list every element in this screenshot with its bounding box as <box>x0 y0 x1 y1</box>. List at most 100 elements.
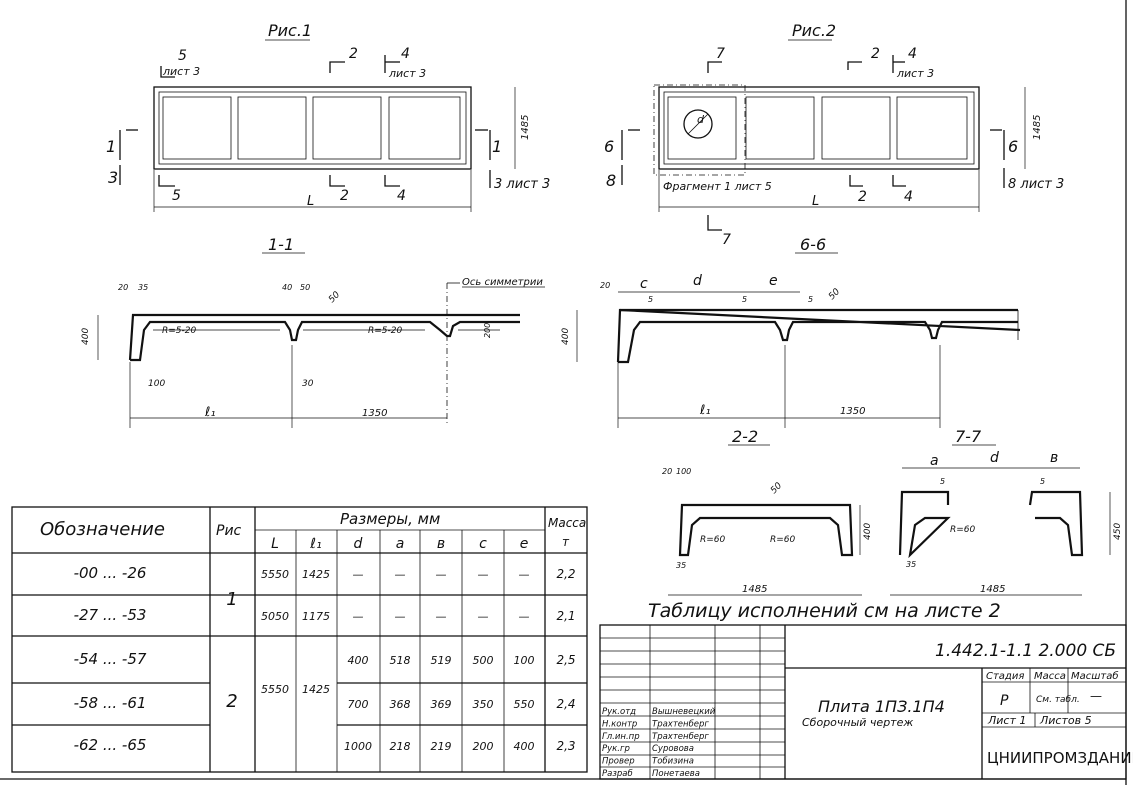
col-mass-unit: т <box>562 535 570 549</box>
s66-dim-20: 20 <box>600 281 610 290</box>
section-7-7-title: 7-7 <box>955 427 982 446</box>
size-subheader: е <box>520 536 529 552</box>
s77-a: a <box>930 453 939 469</box>
s77-dim-450: 450 <box>1113 523 1123 540</box>
cut-2-label: 2 <box>349 46 358 62</box>
row-cell-a: 368 <box>390 698 411 711</box>
section-7-7: 7-7 a d в 5 5 R=60 35 1485 450 <box>890 427 1123 596</box>
stage-value: Р <box>1000 693 1009 709</box>
row-designation: -58 ... -61 <box>74 694 147 712</box>
row-cell-e: — <box>519 610 530 623</box>
s66-dim-5a: 5 <box>648 295 653 304</box>
s11-dim-30: 30 <box>302 379 314 389</box>
cut-5-sheet: лист 3 <box>162 65 200 78</box>
organization-name: ЦНИИПРОМЗДАНИЙ <box>987 748 1133 767</box>
signatory-name: Понетаева <box>652 769 700 779</box>
size-subheader: L <box>271 536 279 552</box>
header-scale: Масштаб <box>1071 670 1119 682</box>
section-1-1: 1-1 Ось симметрии 20 35 40 50 400 R=5-20… <box>81 235 545 428</box>
s11-dim-35: 35 <box>138 283 148 292</box>
s11-dim-1350: 1350 <box>362 408 387 419</box>
fig1-bottom-cut-2: 2 <box>340 188 349 204</box>
s66-c: c <box>640 276 648 292</box>
row-cell-c: — <box>478 568 489 581</box>
row-mass: 2,4 <box>556 697 575 711</box>
s11-radius-1: R=5-20 <box>162 326 196 336</box>
cut-7-label-bottom: 7 <box>722 232 731 248</box>
mass-value: См. табл. <box>1036 695 1080 705</box>
document-code: 1.442.1-1.1 2.000 СБ <box>935 641 1116 661</box>
drawing-type: Сборочный чертеж <box>802 716 913 729</box>
s66-dim-400: 400 <box>561 328 571 345</box>
size-subheader: c <box>479 536 487 552</box>
signatory-role: Рук.отд <box>602 707 636 717</box>
row-cell-L: 5550 <box>261 683 289 696</box>
s66-e: e <box>769 273 778 289</box>
s11-dim-50-top: 50 <box>300 283 310 292</box>
product-name: Плита 1ПЗ.1П4 <box>818 697 945 716</box>
col-designation: Обозначение <box>40 519 165 540</box>
cut-8-label-left: 8 <box>606 171 616 190</box>
fig2-bottom-cut-4: 4 <box>904 189 913 205</box>
cut-4-sheet-fig2: лист 3 <box>896 67 934 80</box>
s77-d: d <box>990 450 999 466</box>
signatory-role: Гл.ин.пр <box>602 732 640 742</box>
symmetry-axis-label: Ось симметрии <box>462 277 543 288</box>
fig1-dim-height: 1485 <box>520 115 531 140</box>
s22-dim-35: 35 <box>676 561 686 570</box>
s77-dim-35: 35 <box>906 560 916 569</box>
s11-dim-50: 50 <box>327 290 342 305</box>
s77-radius: R=60 <box>950 525 976 535</box>
row-designation: -54 ... -57 <box>74 650 147 668</box>
signatory-name: Тобизина <box>652 757 694 767</box>
s66-dim-50: 50 <box>827 287 842 302</box>
signatory-name: Суровова <box>652 744 694 754</box>
s11-dim-400: 400 <box>81 328 91 345</box>
size-subheader: ℓ₁ <box>309 536 321 552</box>
col-figure: Рис <box>216 523 242 539</box>
signatory-role: Провер <box>602 757 635 767</box>
signatory-name: Трахтенберг <box>652 719 709 729</box>
s22-dim-20: 20 <box>662 467 672 476</box>
cut-4-sheet: лист 3 <box>388 67 426 80</box>
cut-5-label: 5 <box>178 48 187 64</box>
fig2-dim-height: 1485 <box>1032 115 1043 140</box>
row-designation: -27 ... -53 <box>74 606 147 624</box>
s22-dim-400: 400 <box>863 523 873 540</box>
figure-2-title: Рис.2 <box>792 21 836 40</box>
row-figure: 1 <box>226 589 237 610</box>
header-mass: Масса <box>1034 671 1066 682</box>
fig1-bottom-cut-4: 4 <box>397 188 406 204</box>
row-cell-c: 500 <box>473 654 494 667</box>
section-6-6: 6-6 20 c d e 5 5 5 50 400 ℓ₁ 1350 <box>561 235 1021 428</box>
row-cell-b: 369 <box>431 698 452 711</box>
signatory-role: Рук.гр <box>602 744 630 754</box>
row-cell-L: 5050 <box>261 610 289 623</box>
s66-dim-l1: ℓ₁ <box>699 403 711 418</box>
row-cell-e: 100 <box>514 654 535 667</box>
s66-dim-5b: 5 <box>742 295 747 304</box>
row-cell-l1: 1425 <box>302 568 330 581</box>
row-cell-e: 400 <box>514 740 535 753</box>
s11-dim-l1: ℓ₁ <box>204 405 216 420</box>
row-cell-b: 219 <box>431 740 452 753</box>
cut-7-label-top: 7 <box>716 46 725 62</box>
cut-8-sheet: 8 лист 3 <box>1008 177 1064 192</box>
s11-dim-20: 20 <box>118 283 128 292</box>
s11-dim-200: 200 <box>483 323 492 338</box>
row-cell-b: 519 <box>431 654 452 667</box>
s77-dim-5a: 5 <box>940 477 945 486</box>
s11-radius-2: R=5-20 <box>368 326 402 336</box>
row-designation: -00 ... -26 <box>74 564 147 582</box>
table-rows: -00 ... -26—————2,2-27 ... -53—————2,1-5… <box>74 564 576 754</box>
sheets-count: Листов 5 <box>1039 714 1092 727</box>
s22-dim-50: 50 <box>769 481 784 496</box>
row-cell-a: — <box>395 568 406 581</box>
s77-dim-5b: 5 <box>1040 477 1045 486</box>
fig2-bottom-cut-2: 2 <box>858 189 867 205</box>
cut-2-label-fig2: 2 <box>871 46 880 62</box>
signatory-role: Н.контр <box>602 719 637 729</box>
